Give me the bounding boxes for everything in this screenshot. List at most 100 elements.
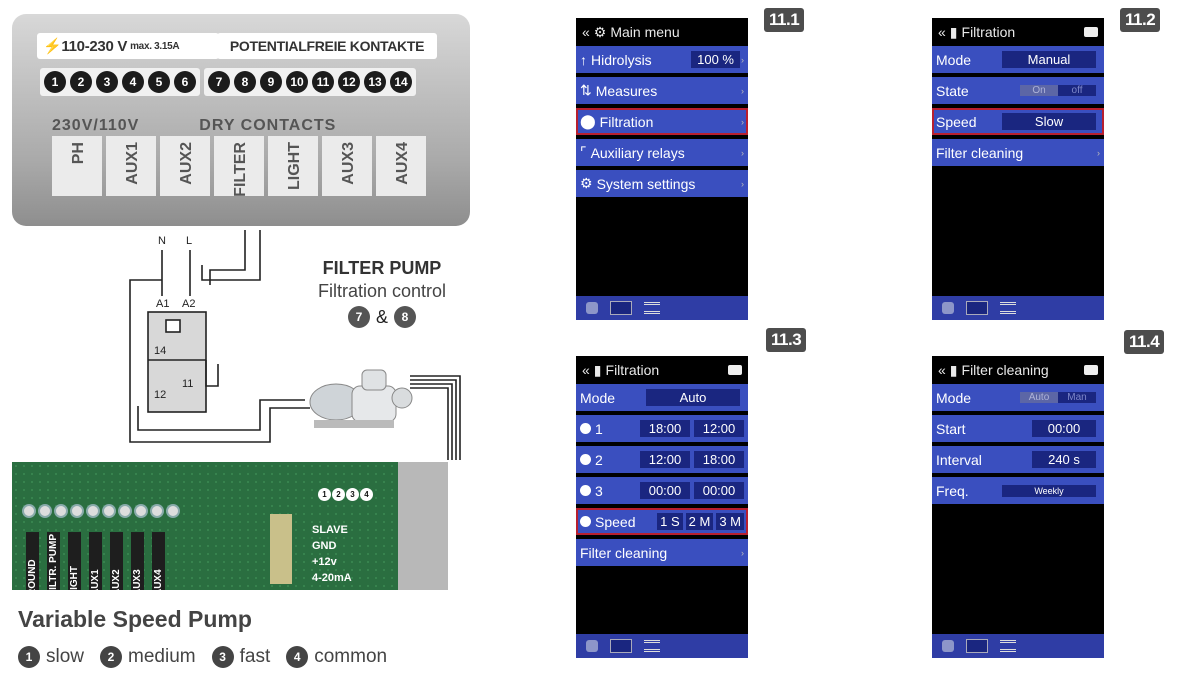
timer-end[interactable]: 12:00 [694,420,744,437]
clock-icon [580,485,591,496]
keyboard-icon[interactable] [966,301,988,315]
timer-range[interactable]: 12:00 18:00 [640,451,744,468]
menu-item-label: Hidrolysis [591,51,652,68]
keyboard-icon[interactable] [610,639,632,653]
list-icon[interactable] [644,302,660,314]
mode-toggle[interactable]: Auto Man [1020,392,1096,403]
toggle-auto[interactable]: Auto [1020,392,1058,403]
keyboard-icon[interactable] [966,639,988,653]
terminal-number: 7 [208,71,230,93]
timer-end[interactable]: 18:00 [694,451,744,468]
row-mode[interactable]: Mode Auto Man [932,384,1104,411]
mini-number: 2 [332,488,345,501]
speed-option[interactable]: 2 M [685,513,714,530]
start-value[interactable]: 00:00 [1032,420,1096,437]
row-timer-3[interactable]: 3 00:00 00:00 [576,477,748,504]
mode-value[interactable]: Auto [646,389,740,406]
figure-tag-11-2: 11.2 [1120,8,1161,32]
menu-item-system-settings[interactable]: ⚙ System settings › [576,170,748,197]
t12-label: 12 [154,389,166,401]
speed-value[interactable]: Slow [1002,113,1096,130]
vsp-legend: 1 slow 2 medium 3 fast 4 common [18,646,397,668]
menu-item-label: Filtration [599,113,654,130]
speed-options[interactable]: 1 S 2 M 3 M [657,513,744,530]
row-label: Speed [595,513,636,530]
list-icon[interactable] [644,640,660,652]
row-state[interactable]: State On off [932,77,1104,104]
speed-icon [580,516,591,527]
screen-header: « ⚙ Main menu [576,18,748,46]
keyboard-icon[interactable] [610,301,632,315]
list-icon[interactable] [1000,640,1016,652]
screen-footer [932,634,1104,658]
row-frequency[interactable]: Freq. Weekly [932,477,1104,504]
row-speed[interactable]: Speed 1 S 2 M 3 M [576,508,748,535]
ampersand: & [375,306,388,327]
dry-contacts-sublabel: DRY CONTACTS [199,117,337,134]
chevron-right-icon: › [741,547,744,558]
timer-start[interactable]: 12:00 [640,451,690,468]
toggle-off[interactable]: off [1058,85,1096,96]
relay-contact [148,359,219,387]
figure-tag-11-4: 11.4 [1124,330,1165,354]
timer-range[interactable]: 18:00 12:00 [640,420,744,437]
frequency-value[interactable]: Weekly [1002,484,1096,497]
timer-start[interactable]: 18:00 [640,420,690,437]
list-icon[interactable] [1000,302,1016,314]
back-icon[interactable]: « [938,362,946,378]
row-mode[interactable]: Mode Auto [576,384,748,411]
row-interval[interactable]: Interval 240 s [932,446,1104,473]
slave-label: SLAVE [312,524,348,536]
row-start[interactable]: Start 00:00 [932,415,1104,442]
hidrolysis-icon: ↑ [580,51,587,68]
slot-label: FILTER [232,142,249,197]
menu-item-measures[interactable]: ⇅ Measures › [576,77,748,104]
terminal-number: 11 [312,71,334,93]
menu-item-filtration[interactable]: ⬤ Filtration › [576,108,748,135]
row-filter-cleaning[interactable]: Filter cleaning › [932,139,1104,166]
screen-title: Main menu [610,24,680,40]
legend-label: common [314,646,388,667]
timer-end[interactable]: 00:00 [694,482,744,499]
hidrolysis-value: 100 % [691,51,740,68]
relay-coil [165,319,181,333]
row-timer-1[interactable]: 1 18:00 12:00 [576,415,748,442]
n-label: N [158,235,166,247]
voltage-header: ⚡ 110-230 V max. 3.15A [37,33,219,59]
state-toggle[interactable]: On off [1020,85,1096,96]
relay-icon: ⌜ [580,144,587,160]
lightning-icon: ⚡ [43,38,62,55]
clock-icon [580,423,591,434]
row-filter-cleaning[interactable]: Filter cleaning › [576,539,748,566]
back-icon[interactable]: « [938,24,946,40]
toggle-man[interactable]: Man [1058,392,1096,403]
row-label: Interval [936,451,982,468]
screen-main-menu: « ⚙ Main menu ↑ Hidrolysis 100 % › ⇅ Mea… [576,18,748,320]
row-speed[interactable]: Speed Slow [932,108,1104,135]
pcb-label: AUX1 [89,532,102,590]
timer-start[interactable]: 00:00 [640,482,690,499]
interval-value[interactable]: 240 s [1032,451,1096,468]
terminal-number: 6 [174,71,196,93]
row-mode[interactable]: Mode Manual [932,46,1104,73]
timer-range[interactable]: 00:00 00:00 [640,482,744,499]
legend-label: slow [46,646,85,667]
toggle-on[interactable]: On [1020,85,1058,96]
back-icon[interactable]: « [582,362,590,378]
mode-value[interactable]: Manual [1002,51,1096,68]
terminal-number: 3 [96,71,118,93]
slot-label: AUX4 [394,142,411,185]
terminal-number: 2 [70,71,92,93]
menu-item-auxiliary-relays[interactable]: ⌜ Auxiliary relays › [576,139,748,166]
terminal-block-photo: ⚡ 110-230 V max. 3.15A POTENTIALFREIE KO… [12,14,470,226]
terminal-numbers: 1 2 3 4 5 6 7 8 9 10 11 12 13 14 [40,68,416,96]
speed-option[interactable]: 1 S [657,513,683,530]
pump-wire-b [410,379,457,460]
row-timer-2[interactable]: 2 12:00 18:00 [576,446,748,473]
speed-option[interactable]: 3 M [716,513,744,530]
pcb-label: AUX3 [131,532,144,590]
screen-title: Filter cleaning [961,362,1049,378]
row-label: Freq. [936,482,969,499]
back-icon[interactable]: « [582,24,590,40]
menu-item-hidrolysis[interactable]: ↑ Hidrolysis 100 % › [576,46,748,73]
